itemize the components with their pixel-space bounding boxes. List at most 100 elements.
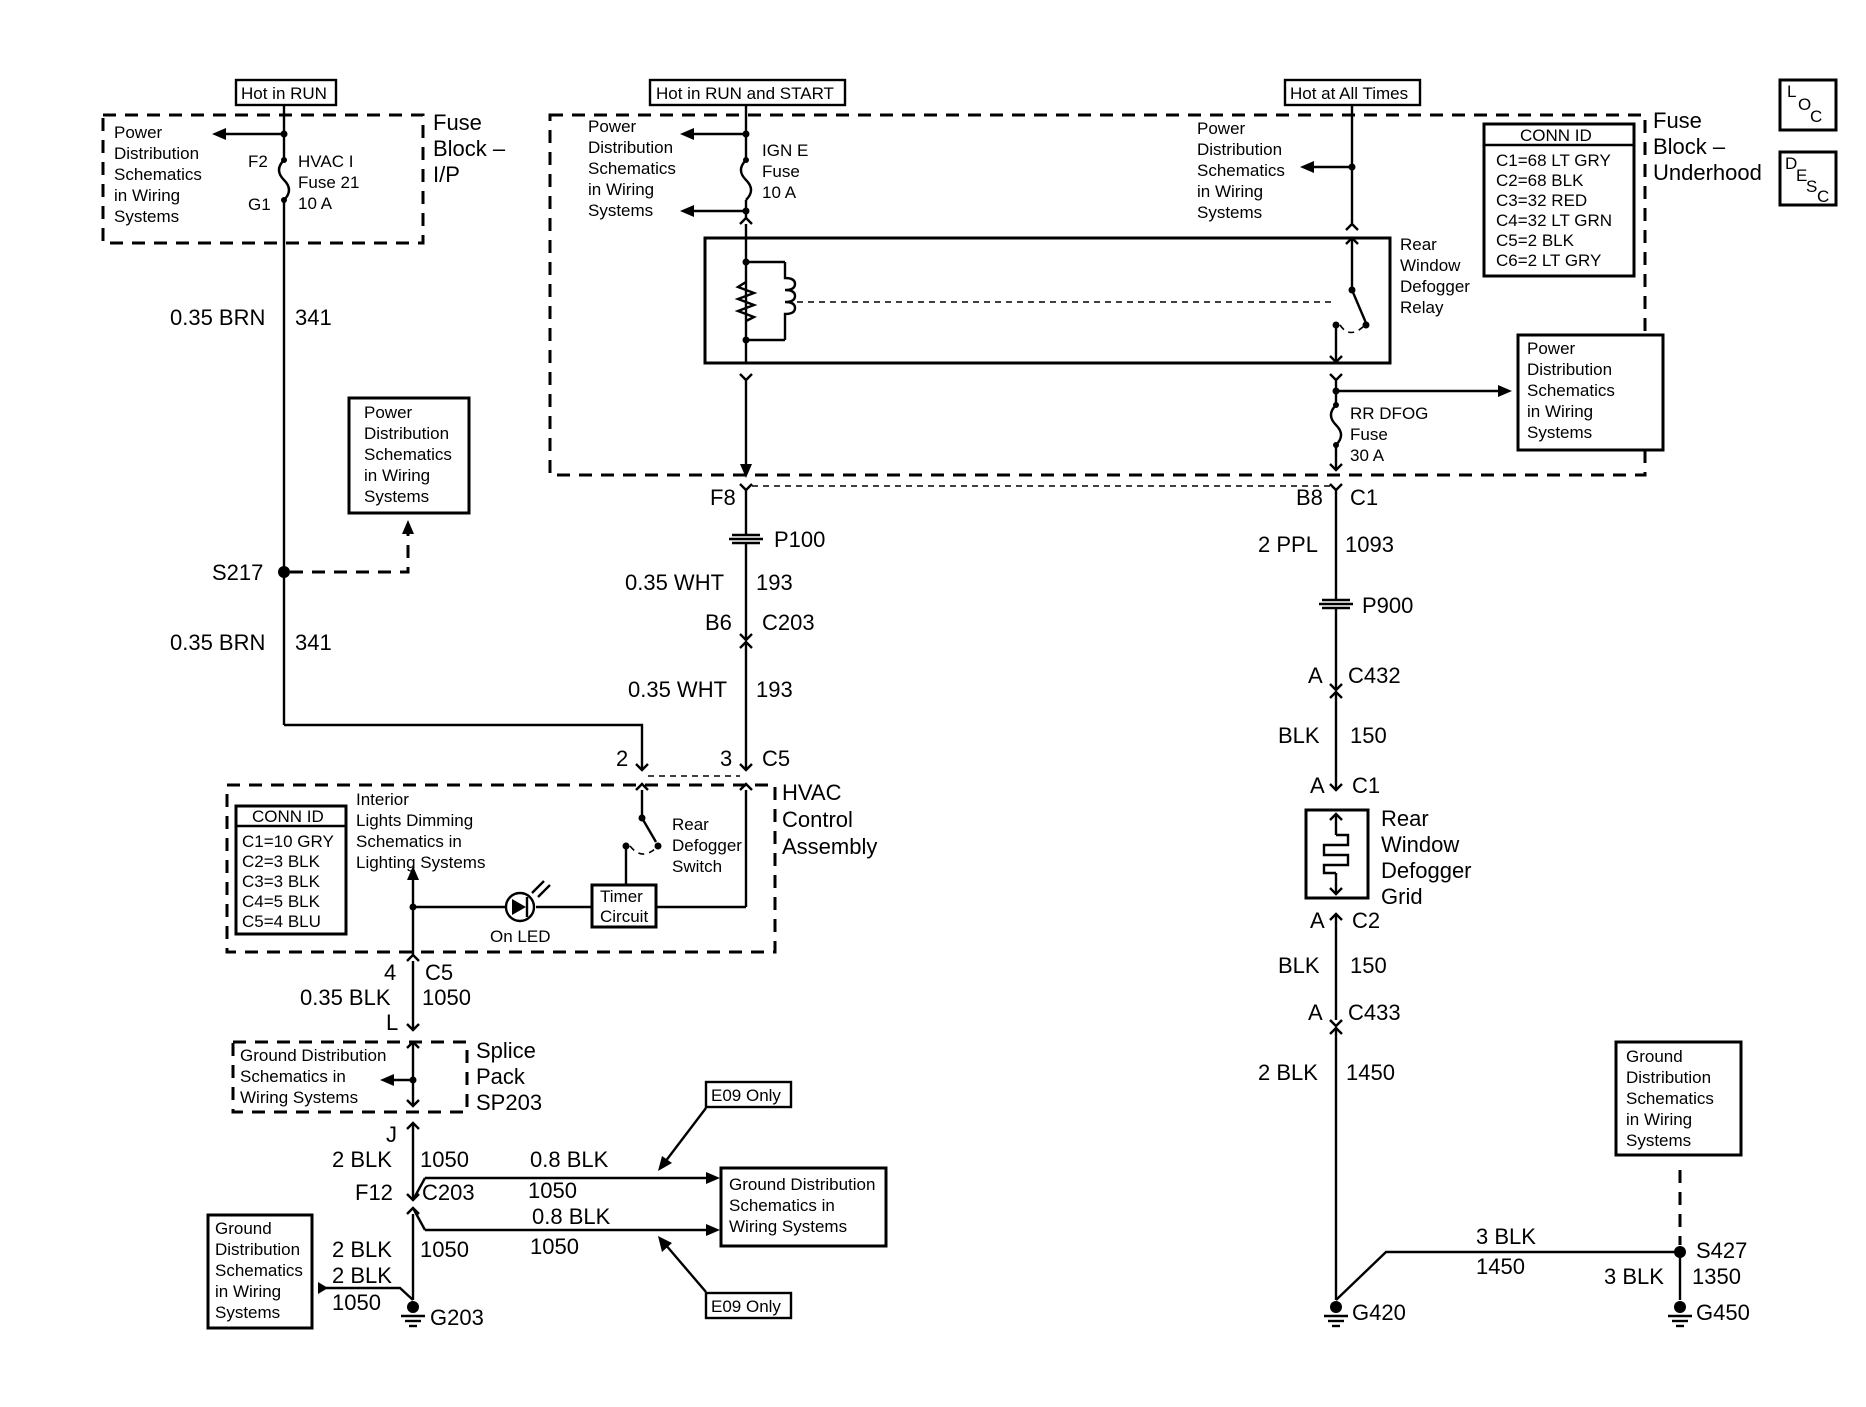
svg-text:0.35 BLK: 0.35 BLK bbox=[300, 985, 391, 1010]
arrow-icon bbox=[212, 128, 226, 140]
svg-text:C5: C5 bbox=[425, 960, 453, 985]
svg-text:C3=32 RED: C3=32 RED bbox=[1496, 191, 1587, 210]
svg-text:Hot in RUN and START: Hot in RUN and START bbox=[656, 84, 834, 103]
svg-text:in Wiring: in Wiring bbox=[1527, 402, 1593, 421]
desc-icon[interactable]: D E S C bbox=[1778, 150, 1838, 207]
svg-text:C: C bbox=[1810, 107, 1822, 126]
svg-text:C1=68 LT GRY: C1=68 LT GRY bbox=[1496, 151, 1611, 170]
e09-only-badge-bottom: E09 Only bbox=[704, 1291, 793, 1320]
fuse-icon bbox=[1329, 404, 1343, 446]
svg-text:Defogger: Defogger bbox=[1381, 858, 1472, 883]
svg-text:C2=68 BLK: C2=68 BLK bbox=[1496, 171, 1584, 190]
svg-text:Distribution: Distribution bbox=[1197, 140, 1282, 159]
conn-id-table-hvac: CONN ID C1=10 GRY C2=3 BLK C3=3 BLK C4=5… bbox=[234, 804, 348, 936]
power-distribution-ref-ign[interactable]: Power Distribution Schematics in Wiring … bbox=[588, 117, 676, 220]
svg-text:Splice: Splice bbox=[476, 1038, 536, 1063]
svg-text:Lighting Systems: Lighting Systems bbox=[356, 853, 485, 872]
svg-text:0.35 WHT: 0.35 WHT bbox=[625, 570, 724, 595]
svg-text:Fuse: Fuse bbox=[762, 162, 800, 181]
led-icon bbox=[504, 880, 551, 923]
svg-text:Distribution: Distribution bbox=[114, 144, 199, 163]
svg-text:F12: F12 bbox=[355, 1180, 393, 1205]
svg-text:Power: Power bbox=[364, 403, 413, 422]
feed-hot-in-run-and-start: Hot in RUN and START bbox=[648, 78, 847, 107]
svg-text:A: A bbox=[1310, 773, 1325, 798]
svg-text:Schematics: Schematics bbox=[1527, 381, 1615, 400]
svg-text:0.35 BRN: 0.35 BRN bbox=[170, 305, 265, 330]
svg-text:J: J bbox=[386, 1122, 397, 1147]
svg-text:0.35 BRN: 0.35 BRN bbox=[170, 630, 265, 655]
svg-text:Grid: Grid bbox=[1381, 884, 1423, 909]
power-distribution-ref-rr-dfog[interactable]: Power Distribution Schematics in Wiring … bbox=[1516, 333, 1665, 452]
svg-text:30 A: 30 A bbox=[1350, 446, 1385, 465]
svg-text:C4=5 BLK: C4=5 BLK bbox=[242, 892, 321, 911]
svg-text:Relay: Relay bbox=[1400, 298, 1444, 317]
svg-text:0.8 BLK: 0.8 BLK bbox=[530, 1147, 609, 1172]
svg-text:F8: F8 bbox=[710, 485, 736, 510]
svg-text:C: C bbox=[1817, 187, 1829, 206]
power-distribution-ref-s217[interactable]: Power Distribution Schematics in Wiring … bbox=[347, 396, 471, 515]
svg-text:150: 150 bbox=[1350, 953, 1387, 978]
svg-text:BLK: BLK bbox=[1278, 953, 1320, 978]
svg-text:B6: B6 bbox=[705, 610, 732, 635]
svg-text:10 A: 10 A bbox=[298, 194, 333, 213]
interior-lights-ref[interactable]: Interior Lights Dimming Schematics in Li… bbox=[356, 790, 485, 872]
svg-text:C1: C1 bbox=[1352, 773, 1380, 798]
ground-icon bbox=[401, 1301, 425, 1328]
svg-text:A: A bbox=[1308, 1000, 1323, 1025]
svg-text:150: 150 bbox=[1350, 723, 1387, 748]
svg-text:D: D bbox=[1785, 154, 1797, 173]
svg-text:Schematics in: Schematics in bbox=[729, 1196, 835, 1215]
svg-text:Rear: Rear bbox=[672, 815, 709, 834]
ground-distribution-ref-g203[interactable]: Ground Distribution Schematics in Wiring… bbox=[206, 1213, 314, 1330]
svg-text:1050: 1050 bbox=[422, 985, 471, 1010]
power-distribution-ref-batt[interactable]: Power Distribution Schematics in Wiring … bbox=[1197, 119, 1285, 222]
svg-text:Power: Power bbox=[114, 123, 163, 142]
feed-hot-at-all-times: Hot at All Times bbox=[1283, 78, 1422, 107]
svg-text:A: A bbox=[1308, 663, 1323, 688]
svg-text:1050: 1050 bbox=[332, 1290, 381, 1315]
svg-text:S217: S217 bbox=[212, 560, 263, 585]
svg-text:L: L bbox=[1787, 82, 1796, 101]
svg-text:2 BLK: 2 BLK bbox=[332, 1147, 392, 1172]
svg-text:Fuse: Fuse bbox=[1653, 108, 1702, 133]
svg-text:Power: Power bbox=[1197, 119, 1246, 138]
ground-distribution-ref-splice[interactable]: Ground Distribution Schematics in Wiring… bbox=[240, 1046, 386, 1107]
svg-text:Underhood: Underhood bbox=[1653, 160, 1762, 185]
svg-text:Interior: Interior bbox=[356, 790, 409, 809]
svg-text:C5: C5 bbox=[762, 746, 790, 771]
svg-text:RR DFOG: RR DFOG bbox=[1350, 404, 1428, 423]
svg-text:Systems: Systems bbox=[364, 487, 429, 506]
svg-text:G203: G203 bbox=[430, 1305, 484, 1330]
loc-icon[interactable]: L O C bbox=[1778, 78, 1838, 132]
svg-text:E09 Only: E09 Only bbox=[711, 1086, 781, 1105]
svg-text:C1: C1 bbox=[1350, 485, 1378, 510]
svg-text:Ground Distribution: Ground Distribution bbox=[240, 1046, 386, 1065]
ground-distribution-ref-s427[interactable]: Ground Distribution Schematics in Wiring… bbox=[1614, 1040, 1743, 1157]
svg-text:341: 341 bbox=[295, 305, 332, 330]
svg-text:Ground: Ground bbox=[1626, 1047, 1683, 1066]
svg-text:1450: 1450 bbox=[1346, 1060, 1395, 1085]
svg-text:HVAC: HVAC bbox=[782, 780, 842, 805]
svg-text:Circuit: Circuit bbox=[600, 907, 648, 926]
svg-text:C3=3 BLK: C3=3 BLK bbox=[242, 872, 321, 891]
ground-distribution-ref-branch[interactable]: Ground Distribution Schematics in Wiring… bbox=[719, 1166, 888, 1248]
e09-only-badge-top: E09 Only bbox=[704, 1080, 793, 1109]
power-distribution-ref-ip[interactable]: Power Distribution Schematics in Wiring … bbox=[114, 123, 202, 226]
svg-text:2 BLK: 2 BLK bbox=[1258, 1060, 1318, 1085]
fuse-block-ip: Fuse Block – I/P Power Distribution Sche… bbox=[101, 105, 506, 245]
svg-text:Hot at All Times: Hot at All Times bbox=[1290, 84, 1408, 103]
svg-text:C433: C433 bbox=[1348, 1000, 1401, 1025]
svg-text:1050: 1050 bbox=[420, 1237, 469, 1262]
svg-text:Distribution: Distribution bbox=[215, 1240, 300, 1259]
svg-text:Systems: Systems bbox=[588, 201, 653, 220]
circuit-341: 0.35 BRN 341 Power Distribution Schemati… bbox=[170, 200, 644, 770]
svg-text:in Wiring: in Wiring bbox=[215, 1282, 281, 1301]
svg-text:Systems: Systems bbox=[1197, 203, 1262, 222]
svg-text:On LED: On LED bbox=[490, 927, 550, 946]
svg-text:in Wiring: in Wiring bbox=[1197, 182, 1263, 201]
connector-p900 bbox=[1319, 598, 1353, 610]
svg-text:G450: G450 bbox=[1696, 1300, 1750, 1325]
svg-text:I/P: I/P bbox=[433, 162, 460, 187]
svg-text:in Wiring: in Wiring bbox=[1626, 1110, 1692, 1129]
